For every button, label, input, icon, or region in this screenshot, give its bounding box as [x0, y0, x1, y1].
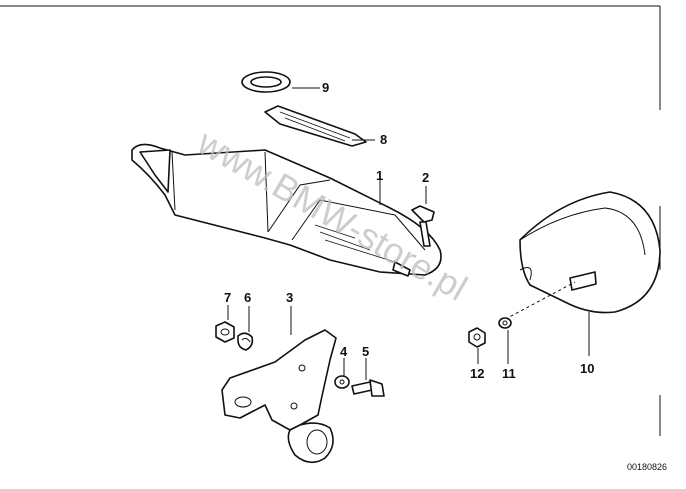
frame — [0, 5, 661, 436]
callout-11: 11 — [502, 366, 516, 381]
part-8-seal — [264, 105, 375, 147]
part-5-bolt — [351, 358, 385, 397]
drawing-code: 00180826 — [627, 462, 667, 472]
part-4-washer — [334, 358, 350, 389]
part-2-screw — [411, 186, 435, 247]
part-3-bracket — [221, 306, 337, 464]
callout-12: 12 — [470, 366, 484, 381]
callout-3: 3 — [286, 290, 293, 305]
callout-1: 1 — [376, 168, 383, 183]
part-10-cover — [519, 191, 661, 356]
part-12-nut — [468, 327, 486, 364]
callout-4: 4 — [340, 344, 348, 359]
callout-7: 7 — [224, 290, 231, 305]
callout-5: 5 — [362, 344, 369, 359]
part-9-gasket — [241, 71, 320, 93]
callout-8: 8 — [380, 132, 387, 147]
callout-6: 6 — [244, 290, 251, 305]
part-6-spring-washer — [237, 306, 254, 351]
part-1-housing — [131, 143, 442, 277]
callout-10: 10 — [580, 361, 594, 376]
callout-2: 2 — [422, 170, 429, 185]
part-11-washer — [498, 317, 512, 364]
callout-9: 9 — [322, 80, 329, 95]
part-7-nut — [215, 305, 235, 343]
